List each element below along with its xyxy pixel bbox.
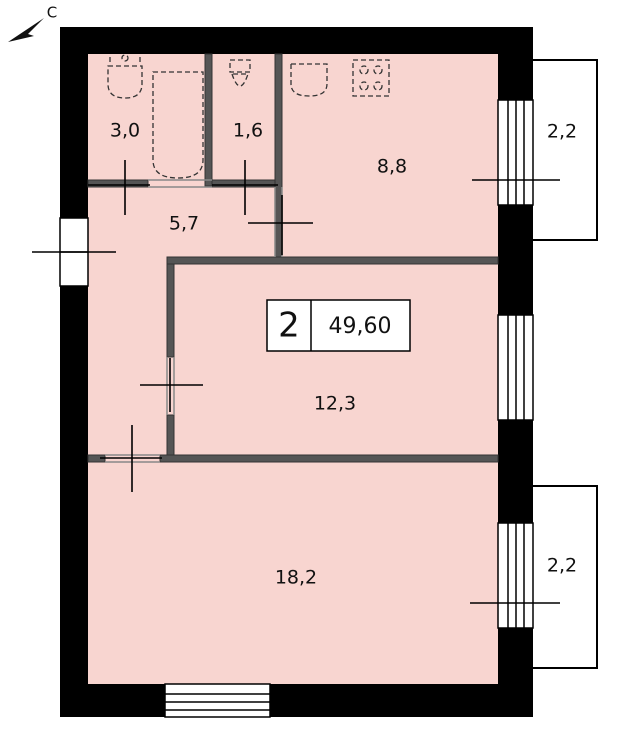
bathtub-icon: [152, 71, 204, 179]
balconies: [533, 59, 598, 669]
area-balcony-top: 2,2: [547, 121, 577, 143]
window-right-bedroom: [497, 314, 534, 421]
apartment-info: 2 49,60: [266, 299, 411, 352]
area-balcony-bottom: 2,2: [547, 555, 577, 577]
window-right-living: [497, 522, 534, 629]
area-bath: 3,0: [110, 120, 140, 142]
area-bedroom: 12,3: [314, 393, 356, 415]
area-wc: 1,6: [233, 120, 263, 142]
area-kitchen: 8,8: [377, 156, 407, 178]
stove-icon: [352, 59, 390, 97]
compass-arrow-icon: [8, 18, 44, 42]
compass: С: [8, 4, 57, 42]
compass-label: С: [47, 4, 57, 22]
balcony-bottom: [533, 485, 598, 669]
room-count: 2: [278, 306, 300, 346]
kitchen-fixtures: [290, 59, 390, 97]
kitchen-sink-icon: [290, 63, 328, 97]
sink-bath-icon: [107, 56, 143, 99]
area-hall: 5,7: [169, 213, 199, 235]
balcony-top: [533, 59, 598, 241]
area-living: 18,2: [275, 567, 317, 589]
section-markers: [32, 160, 560, 604]
floor-area: [86, 52, 500, 685]
bathroom-fixtures: [107, 54, 251, 179]
window-right-kitchen: [497, 99, 534, 206]
toilet-icon: [229, 59, 251, 87]
window-bottom-living: [164, 683, 271, 718]
room-labels: 3,0 1,6 8,8 5,7 12,3 18,2 2,2 2,2: [110, 120, 577, 589]
total-area: 49,60: [329, 314, 392, 339]
